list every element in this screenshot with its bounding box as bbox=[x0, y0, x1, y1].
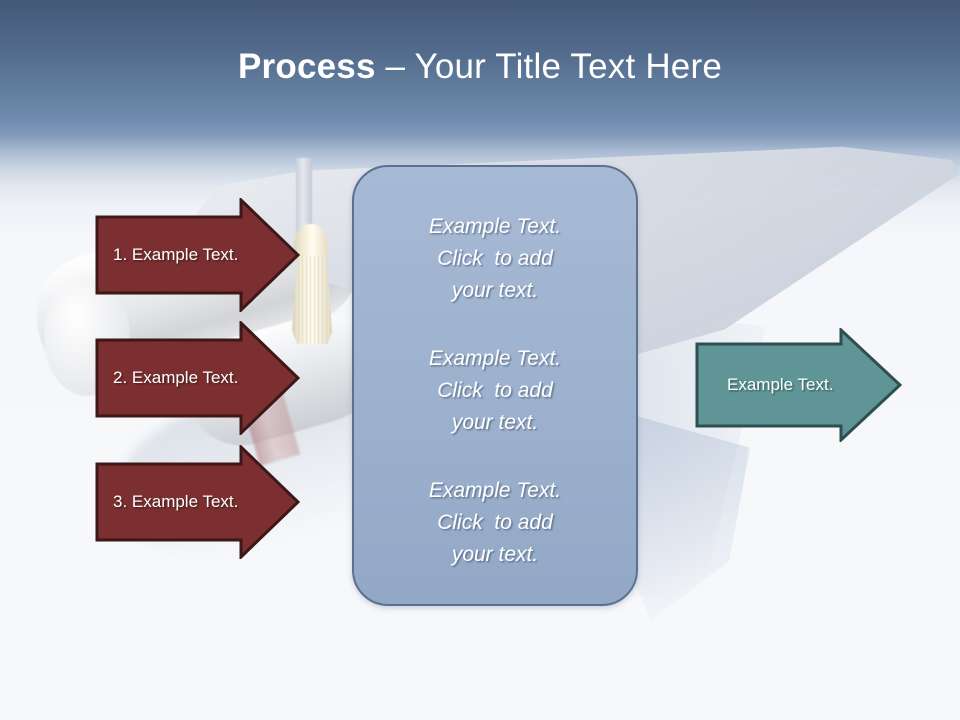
slide-title-rest: – Your Title Text Here bbox=[375, 47, 722, 86]
process-text-block-2-line-1: Example Text. bbox=[428, 347, 562, 370]
input-arrow-3-label: 3. Example Text. bbox=[113, 492, 239, 511]
process-text-block-1-line-3: your text. bbox=[451, 279, 539, 302]
process-text-block-3-line-2: Click to add bbox=[437, 511, 553, 534]
slide-title: Process – Your Title Text Here bbox=[0, 46, 960, 88]
arrow-right-icon bbox=[95, 198, 300, 312]
slide-title-strong: Process bbox=[238, 47, 376, 86]
arrow-right-icon bbox=[95, 445, 300, 559]
arrow-right-icon bbox=[695, 328, 902, 442]
tassel-cord bbox=[296, 158, 312, 236]
process-text-block-3: Example Text. Click to add your text. bbox=[389, 475, 601, 571]
process-text-block-1-line-1: Example Text. bbox=[428, 215, 562, 238]
input-arrow-1[interactable]: 1. Example Text. bbox=[95, 198, 300, 312]
input-arrow-2[interactable]: 2. Example Text. bbox=[95, 321, 300, 435]
input-arrow-2-label: 2. Example Text. bbox=[113, 368, 239, 387]
arrow-right-icon bbox=[95, 321, 300, 435]
input-arrow-3[interactable]: 3. Example Text. bbox=[95, 445, 300, 559]
output-arrow[interactable]: Example Text. bbox=[695, 328, 902, 442]
process-text-block-2-line-2: Click to add bbox=[437, 379, 553, 402]
input-arrow-1-label: 1. Example Text. bbox=[113, 245, 239, 264]
process-text-block-1: Example Text. Click to add your text. bbox=[389, 211, 601, 307]
process-text-block-3-line-3: your text. bbox=[451, 543, 539, 566]
tassel-icon bbox=[291, 256, 333, 344]
process-text-block-1-line-2: Click to add bbox=[437, 247, 553, 270]
output-arrow-label: Example Text. bbox=[727, 375, 834, 394]
process-text-block-3-line-1: Example Text. bbox=[428, 479, 562, 502]
process-text-block-2: Example Text. Click to add your text. bbox=[389, 343, 601, 439]
process-text-box[interactable]: Example Text. Click to add your text. Ex… bbox=[352, 165, 638, 606]
process-text-block-2-line-3: your text. bbox=[451, 411, 539, 434]
